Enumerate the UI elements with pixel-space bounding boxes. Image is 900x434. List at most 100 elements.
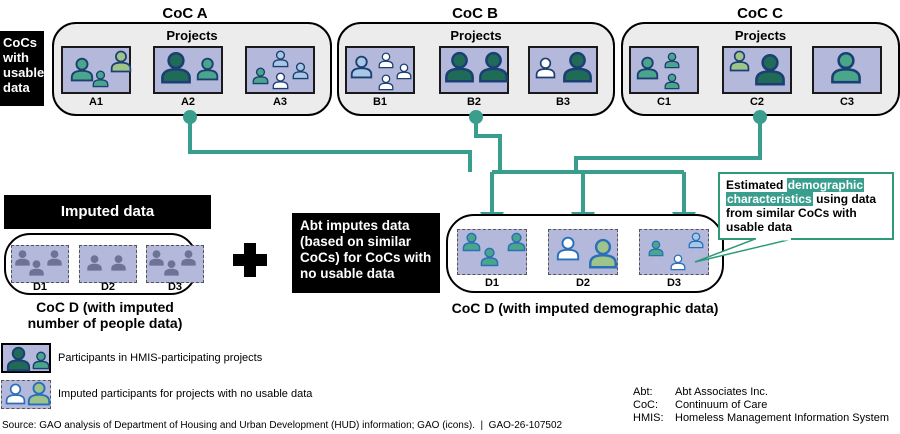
imputed-data-header-text: Imputed data bbox=[60, 203, 155, 220]
callout-prefix: Estimated bbox=[726, 178, 787, 192]
imputed-person-icon bbox=[15, 250, 30, 266]
person-icon bbox=[636, 56, 659, 80]
connector-c2 bbox=[574, 117, 762, 172]
imputed-person-icon bbox=[111, 255, 126, 271]
imputed-person-icon bbox=[164, 260, 179, 276]
person-icon bbox=[272, 72, 289, 90]
coc-usable-data-label: CoCs with usable data bbox=[0, 31, 44, 106]
imputed-card-label: D3 bbox=[167, 281, 183, 293]
abbr-term: Abt: bbox=[633, 386, 653, 398]
legend-solid-text: Participants in HMIS-participating proje… bbox=[58, 352, 263, 364]
person-icon bbox=[378, 52, 394, 69]
connector-node-c2 bbox=[753, 110, 767, 124]
person-icon bbox=[378, 74, 394, 91]
person-icon bbox=[92, 70, 109, 88]
project-label: C2 bbox=[749, 96, 765, 108]
imputed-demographic-person-icon bbox=[480, 247, 499, 267]
person-icon bbox=[292, 62, 309, 80]
person-icon bbox=[445, 51, 474, 83]
legend-person-icon bbox=[6, 346, 31, 372]
person-icon bbox=[70, 57, 94, 82]
abt-imputes-box: Abt imputes data (based on similar CoCs)… bbox=[292, 213, 440, 293]
coc-usable-data-text: CoCs with usable data bbox=[3, 35, 45, 95]
project-label: A2 bbox=[180, 96, 196, 108]
caption-line-1: CoC D (with imputed bbox=[36, 299, 174, 315]
coc-c-title: CoC C bbox=[737, 5, 783, 22]
abbr-definition: Abt Associates Inc. bbox=[675, 386, 768, 398]
imputed-person-icon bbox=[181, 250, 196, 266]
imputed-person-icon bbox=[47, 250, 62, 266]
connector-node-a2 bbox=[183, 110, 197, 124]
abbreviation-row: CoC: Continuum of Care bbox=[633, 399, 889, 412]
person-icon bbox=[664, 52, 680, 69]
projects-label: Projects bbox=[166, 28, 218, 43]
person-icon bbox=[535, 57, 556, 79]
imputed-card-label: D2 bbox=[100, 281, 116, 293]
imputed-demographic-person-icon bbox=[556, 236, 580, 261]
callout-highlight-demographic: demographic bbox=[786, 178, 865, 192]
callout-suffix: using data from similar CoCs with usable… bbox=[726, 192, 877, 234]
abbreviation-row: Abt: Abt Associates Inc. bbox=[633, 386, 889, 399]
project-label: B1 bbox=[372, 96, 388, 108]
person-icon bbox=[396, 63, 412, 80]
person-icon bbox=[755, 53, 785, 86]
person-icon bbox=[272, 50, 289, 68]
legend-person-icon bbox=[32, 351, 50, 370]
demographic-card-label: D2 bbox=[575, 277, 591, 289]
connector-node-b2 bbox=[469, 110, 483, 124]
estimated-demographics-callout: Estimated demographic characteristics us… bbox=[718, 172, 894, 240]
source-note: Source: GAO analysis of Department of Ho… bbox=[2, 420, 563, 431]
person-icon bbox=[252, 67, 269, 85]
imputed-person-icon bbox=[29, 260, 44, 276]
person-icon bbox=[350, 55, 373, 79]
person-icon bbox=[664, 73, 680, 90]
abbr-term: HMIS: bbox=[633, 412, 664, 424]
imputed-demographic-person-icon bbox=[670, 254, 686, 271]
project-label: C1 bbox=[656, 96, 672, 108]
coc-b-title: CoC B bbox=[452, 5, 498, 22]
project-label: B3 bbox=[555, 96, 571, 108]
abbr-definition: Continuum of Care bbox=[675, 399, 768, 411]
projects-label: Projects bbox=[450, 28, 502, 43]
project-label: A1 bbox=[88, 96, 104, 108]
abt-imputes-text: Abt imputes data (based on similar CoCs)… bbox=[300, 218, 432, 281]
person-icon bbox=[729, 50, 750, 72]
imputed-demographic-person-icon bbox=[462, 232, 481, 252]
projects-label: Projects bbox=[734, 28, 787, 43]
abbreviation-row: HMIS: Homeless Management Information Sys… bbox=[633, 412, 889, 425]
connector-a2 bbox=[188, 117, 472, 172]
legend-person-icon bbox=[5, 383, 26, 405]
project-label: B2 bbox=[466, 96, 482, 108]
coc-d-imputed-count-caption: CoC D (with imputed number of people dat… bbox=[0, 299, 210, 331]
person-icon bbox=[196, 57, 219, 81]
callout-highlight-characteristics: characteristics bbox=[726, 192, 813, 206]
imputed-person-icon bbox=[87, 255, 102, 271]
coc-a-title: CoC A bbox=[162, 5, 208, 22]
person-icon bbox=[479, 51, 508, 83]
demographic-card-label: D1 bbox=[484, 277, 500, 289]
imputed-person-icon bbox=[149, 250, 164, 266]
abbreviations: Abt: Abt Associates Inc. CoC: Continuum of… bbox=[633, 386, 889, 425]
imputed-card-label: D1 bbox=[32, 281, 48, 293]
abbr-term: CoC: bbox=[633, 399, 659, 411]
imputed-demographic-person-icon bbox=[648, 240, 664, 257]
person-icon bbox=[110, 50, 132, 73]
imputed-demographic-person-icon bbox=[688, 232, 704, 249]
legend-person-icon bbox=[27, 381, 51, 406]
plus-icon bbox=[233, 243, 267, 277]
person-icon bbox=[831, 51, 861, 84]
person-icon bbox=[161, 51, 191, 84]
abbr-definition: Homeless Management Information System bbox=[675, 412, 889, 424]
imputed-demographic-person-icon bbox=[507, 232, 526, 252]
imputed-card-d2 bbox=[79, 245, 137, 283]
imputed-data-header: Imputed data bbox=[4, 195, 211, 229]
connector-b2 bbox=[474, 117, 502, 172]
project-label: C3 bbox=[839, 96, 855, 108]
demographic-card-label: D3 bbox=[666, 277, 682, 289]
person-icon bbox=[563, 51, 592, 83]
legend-dashed-text: Imputed participants for projects with n… bbox=[58, 388, 313, 400]
imputed-demographic-person-icon bbox=[589, 238, 617, 269]
caption-line-2: number of people data) bbox=[27, 315, 183, 331]
coc-d-demographic-caption: CoC D (with imputed demographic data) bbox=[451, 300, 719, 316]
